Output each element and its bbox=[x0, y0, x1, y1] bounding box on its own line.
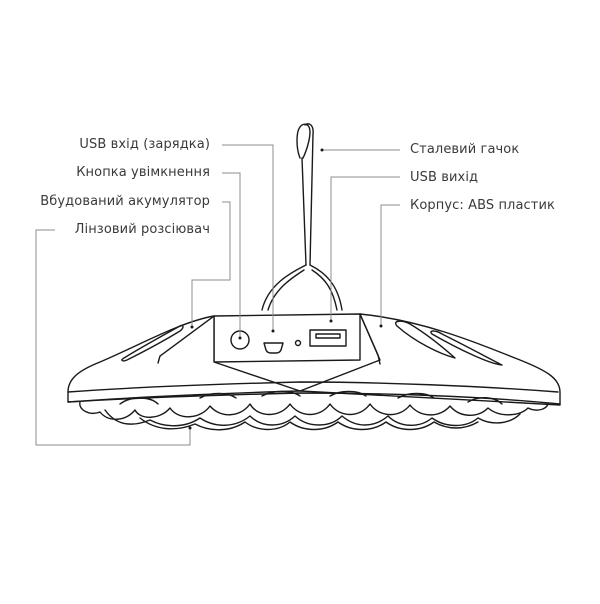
hook-icon bbox=[261, 123, 343, 311]
label-housing: Корпус: ABS пластик bbox=[410, 198, 555, 213]
lens-array bbox=[79, 390, 549, 431]
label-usb-input: USB вхід (зарядка) bbox=[79, 137, 210, 152]
leader-lines bbox=[35, 144, 400, 446]
label-battery: Вбудований акумулятор bbox=[40, 194, 210, 209]
indicator-led-icon bbox=[294, 339, 302, 347]
label-usb-output: USB вихід bbox=[410, 170, 479, 185]
micro-usb-port-icon bbox=[263, 342, 284, 354]
label-lens-diffuser: Лінзовий розсіювач bbox=[74, 222, 210, 237]
label-power-button: Кнопка увімкнення bbox=[76, 165, 210, 180]
label-steel-hook: Сталевий гачок bbox=[410, 142, 520, 157]
lamp-body bbox=[67, 313, 561, 406]
usb-a-port-icon bbox=[309, 329, 347, 347]
